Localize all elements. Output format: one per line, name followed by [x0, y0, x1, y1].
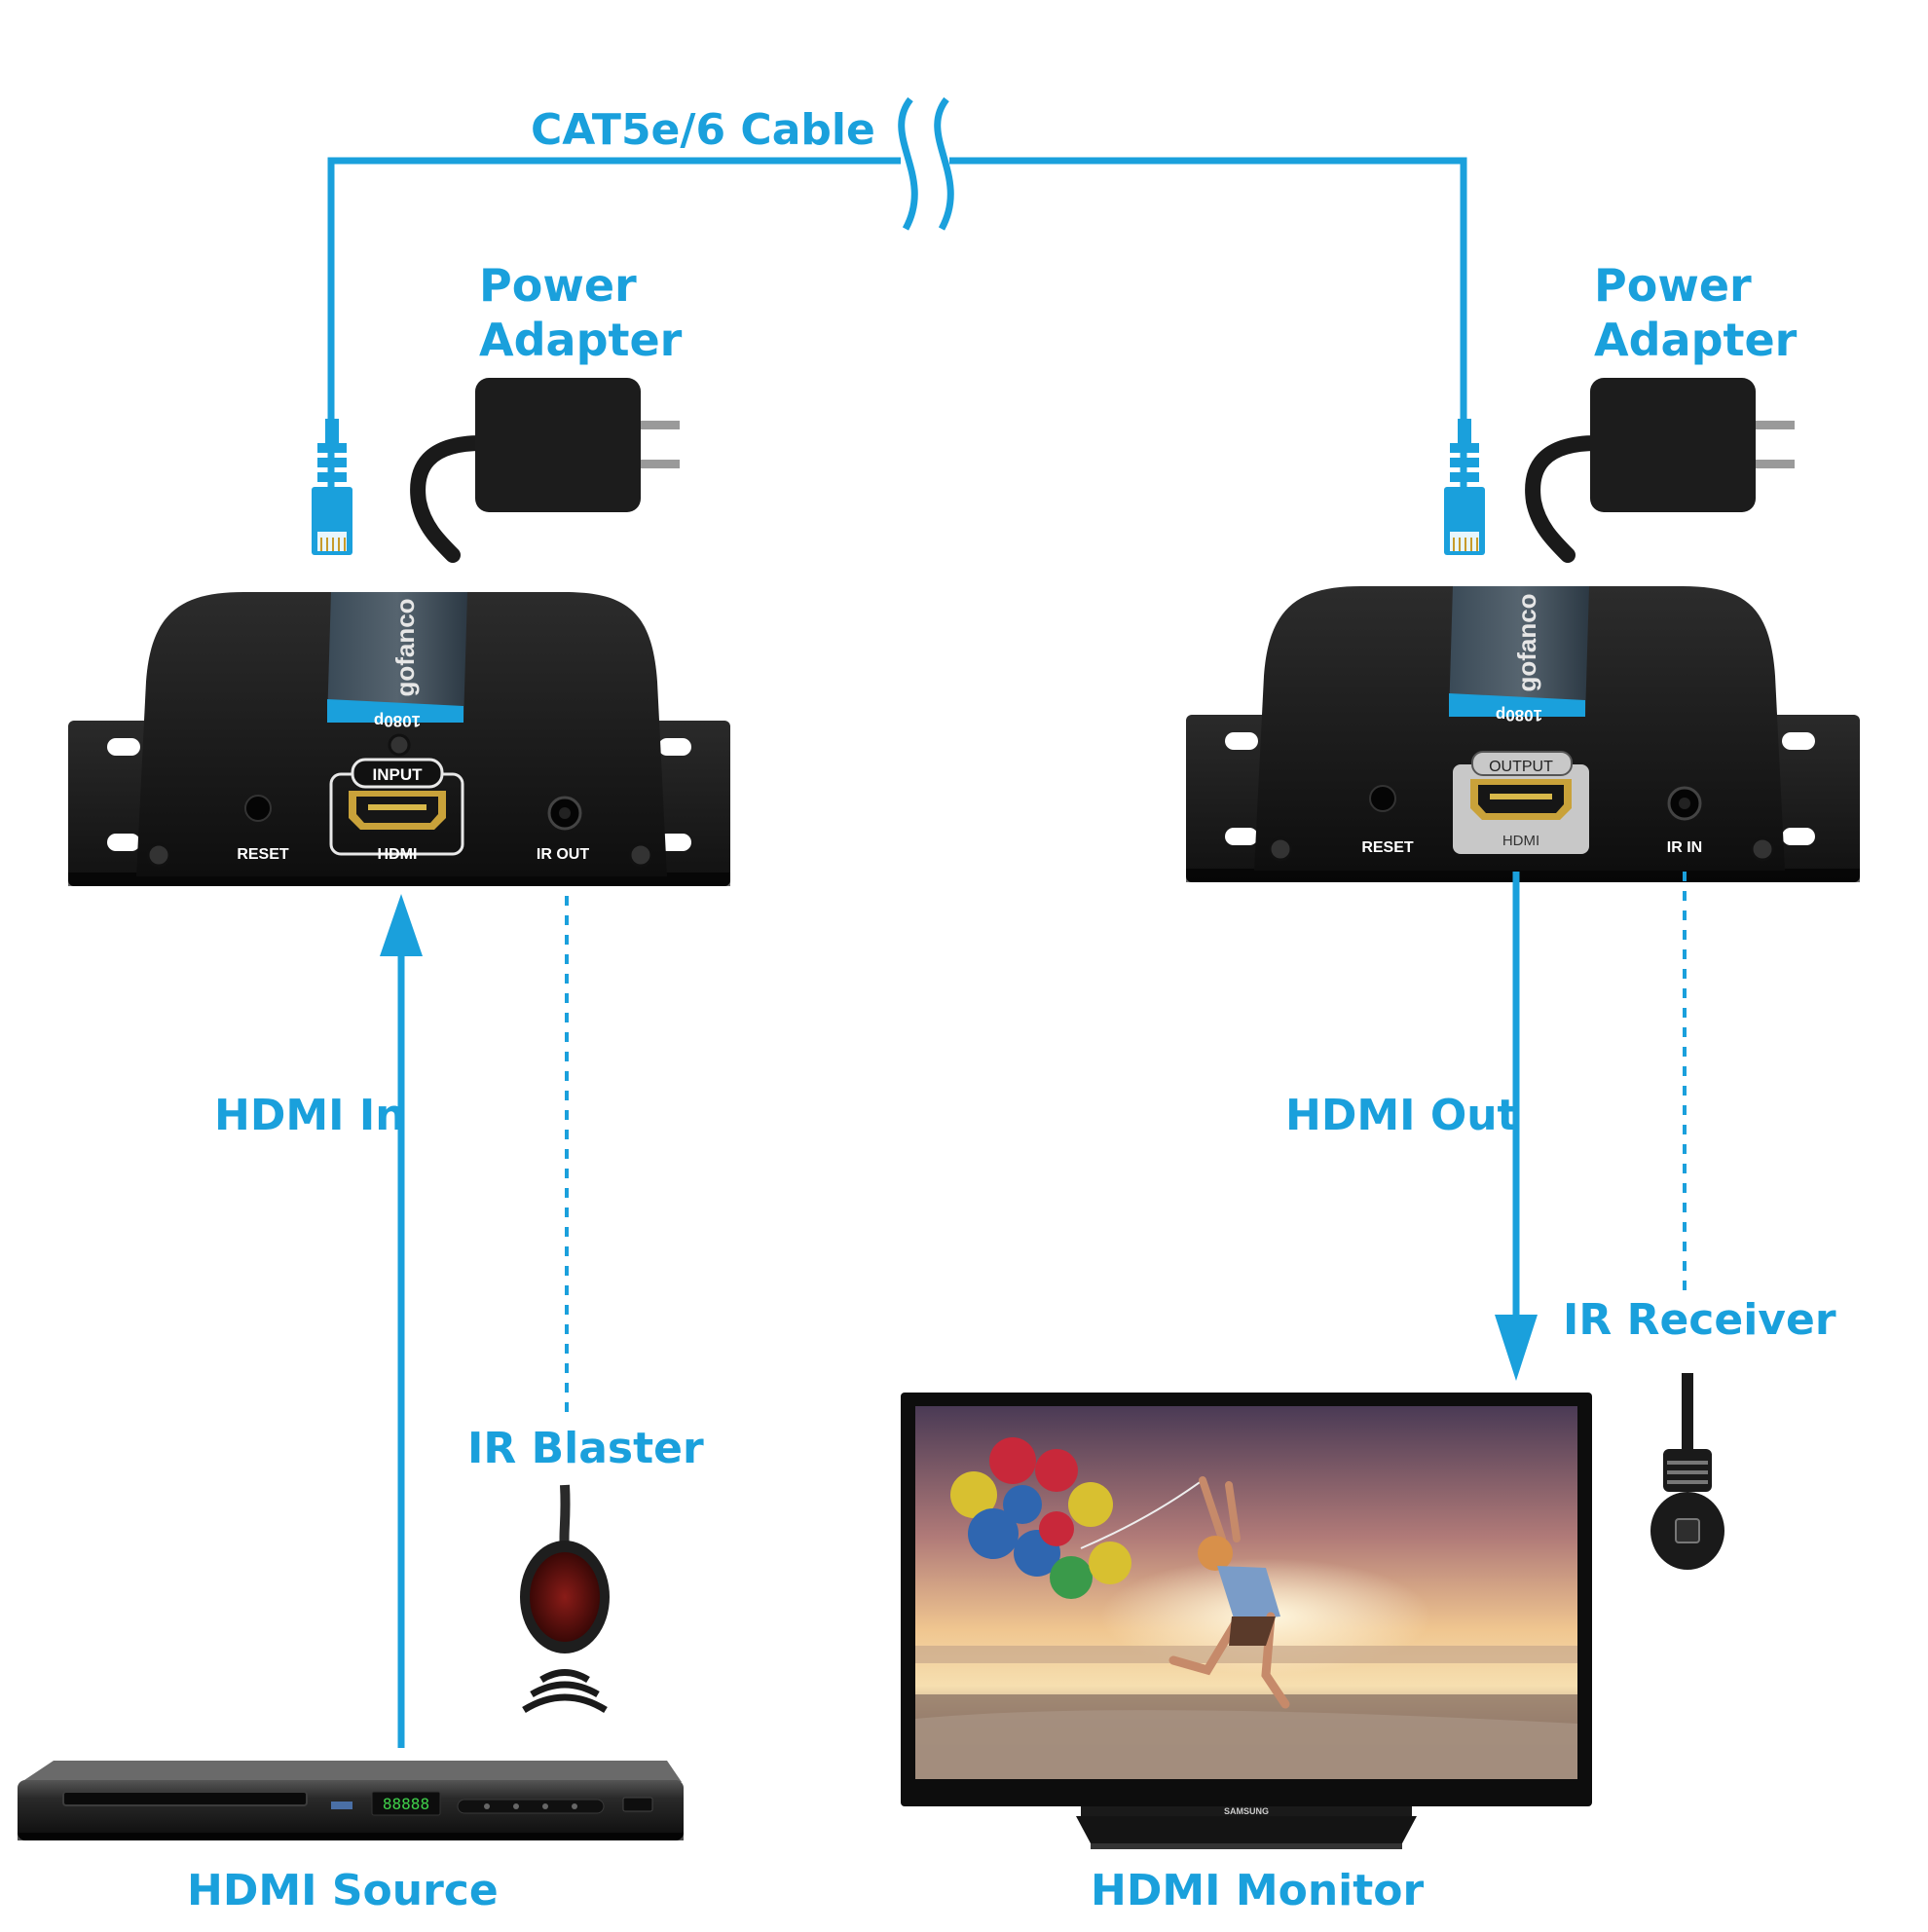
power-adapter-right-icon — [1525, 378, 1795, 563]
receiver-device — [1186, 586, 1860, 882]
tv-monitor — [901, 1393, 1592, 1849]
ir-receiver-icon — [1650, 1373, 1724, 1570]
hdmi-in-arrow — [380, 894, 423, 1748]
power-adapter-left-icon — [410, 378, 680, 563]
blu-ray-player — [18, 1761, 684, 1840]
hdmi-in-label: HDMI In — [214, 1091, 406, 1140]
hdmi-out-label: HDMI Out — [1285, 1091, 1518, 1140]
power-adapter-right-label-1: Power — [1594, 259, 1752, 312]
cat-cable — [327, 96, 1467, 545]
transmitter-device — [68, 592, 730, 886]
hdmi-source-label: HDMI Source — [187, 1866, 499, 1915]
ir-blaster-label: IR Blaster — [467, 1424, 704, 1473]
power-adapter-right-label-2: Adapter — [1594, 314, 1798, 366]
jumping-child — [1168, 1476, 1290, 1709]
power-adapter-left-label-1: Power — [479, 259, 637, 312]
hdmi-out-arrow — [1495, 872, 1538, 1381]
rj45-connector-right-icon — [1444, 419, 1485, 555]
ir-blaster-icon — [520, 1484, 610, 1714]
cable-label: CAT5e/6 Cable — [531, 105, 875, 155]
power-adapter-left-label-2: Adapter — [479, 314, 683, 366]
balloons — [950, 1437, 1204, 1599]
rj45-connector-left-icon — [312, 419, 352, 555]
ir-receiver-label: IR Receiver — [1563, 1295, 1836, 1345]
hdmi-monitor-label: HDMI Monitor — [1091, 1866, 1425, 1915]
